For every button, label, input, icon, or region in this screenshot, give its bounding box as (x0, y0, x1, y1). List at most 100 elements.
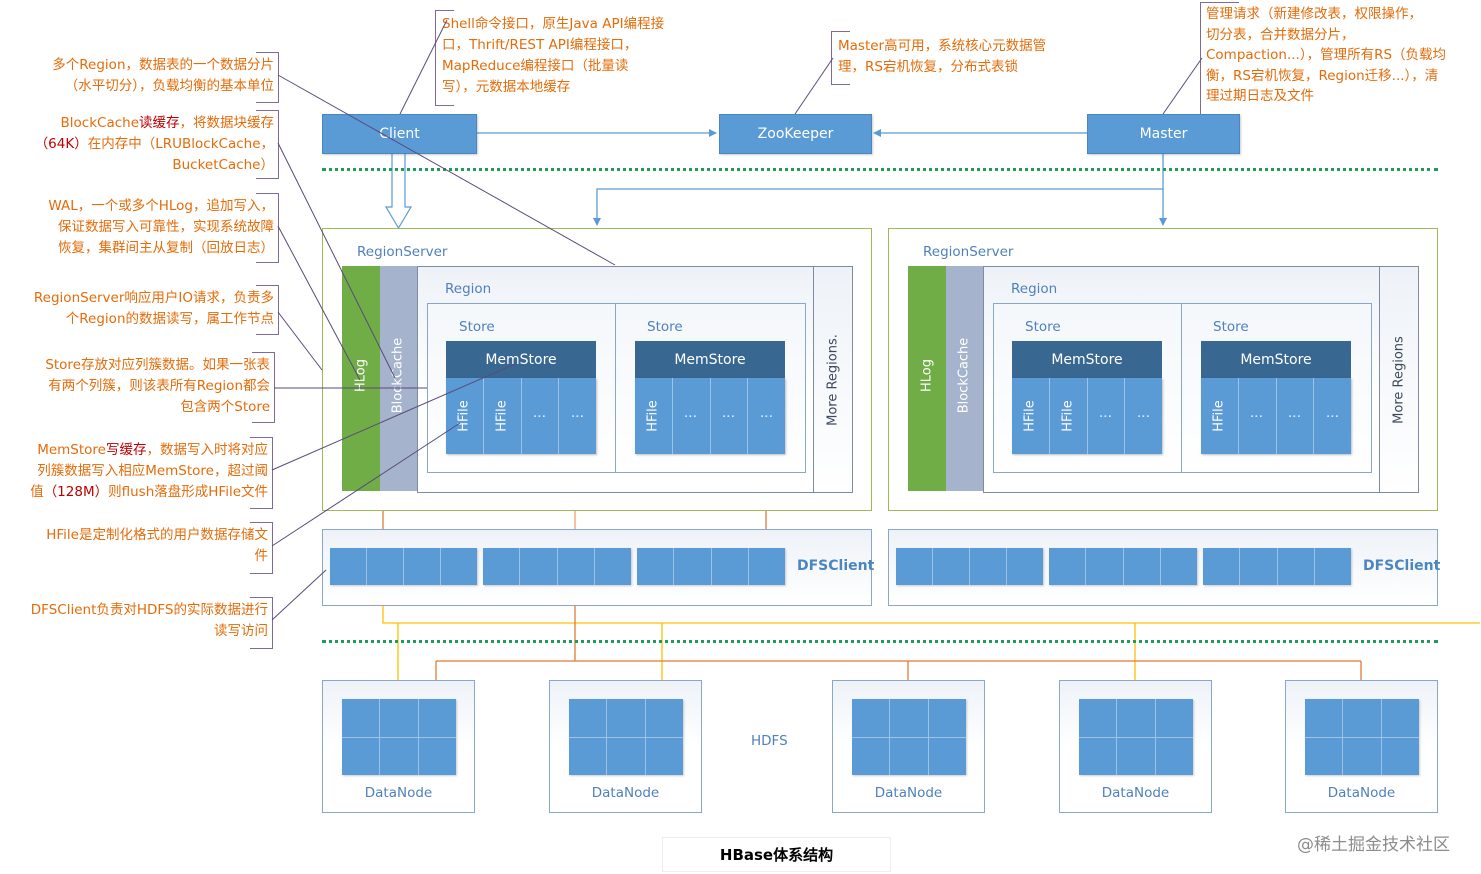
client-to-regionserver-hollow-arrow (384, 151, 413, 230)
dfs-block-group (483, 548, 631, 585)
dfs-block-group (1049, 548, 1197, 585)
note-text: 件 (254, 548, 269, 564)
dfs-block (970, 548, 1007, 585)
memstore-1a[interactable]: MemStore (446, 341, 596, 378)
datanode[interactable]: DataNode (1059, 680, 1212, 813)
note-line: WAL，一个或多个HLog，追加写入， (0, 196, 274, 217)
note-text: 值 (30, 484, 44, 500)
note-text: Store存放对应列簇数据。如果一张表 (45, 357, 270, 373)
dfsclient-label: DFSClient (1363, 558, 1441, 574)
master-note: 管理请求（新建修改表，权限操作， 切分表，合并数据分片， Compaction.… (1206, 4, 1481, 107)
master-to-regionserver1-arrow (593, 152, 1164, 226)
client-note: Shell命令接口，原生Java API编程接 口，Thrift/REST AP… (442, 14, 702, 98)
zookeeper-node[interactable]: ZooKeeper (719, 114, 872, 154)
note-line: 恢复，集群间主从复制（回放日志） (0, 238, 274, 259)
hfile-ellipsis: ⋮ (559, 378, 596, 454)
dfs-block (637, 548, 675, 585)
region-label: Region (445, 281, 492, 297)
ellipsis-icon: ⋮ (759, 409, 775, 423)
note-text: BlockCache (60, 115, 140, 131)
hfile-group-1a: HFile HFile ⋮ ⋮ (446, 378, 596, 454)
note-text: ，将数据块缓存 (179, 115, 275, 131)
hfile-label: HFile (645, 400, 661, 432)
memstore-1b[interactable]: MemStore (635, 341, 785, 378)
hfile[interactable]: HFile (483, 378, 522, 454)
hfile-ellipsis: ⋮ (748, 378, 785, 454)
note-line: 有两个列簇，则该表所有Region都会 (0, 376, 270, 397)
data-block (1117, 737, 1155, 775)
data-block (1155, 699, 1193, 737)
data-block (1155, 737, 1193, 775)
note-line: 理过期日志及文件 (1206, 88, 1314, 104)
hfile-ellipsis: ⋮ (1276, 378, 1315, 454)
hlog-2[interactable]: HLog (908, 266, 946, 491)
data-block (569, 737, 607, 775)
data-block (645, 737, 683, 775)
note-line: 切分表，合并数据分片， (1206, 26, 1355, 43)
data-block (607, 737, 645, 775)
master-label: Master (1139, 126, 1188, 142)
memstore-label: MemStore (1240, 351, 1312, 368)
memstore-2a[interactable]: MemStore (1012, 341, 1162, 378)
datanode[interactable]: DataNode (832, 680, 985, 813)
data-block (569, 699, 607, 737)
note-line: 保证数据写入可靠性，实现系统故障 (0, 217, 274, 238)
ellipsis-icon: ⋮ (683, 409, 699, 423)
ellipsis-icon: ⋮ (1098, 409, 1114, 423)
dfs-block (404, 548, 441, 585)
region-label: Region (1011, 281, 1058, 297)
master-node[interactable]: Master (1087, 114, 1240, 154)
note-line: 写），元数据本地缓存 (442, 79, 571, 95)
more-regions-1[interactable]: More Regions. (813, 266, 853, 493)
note-line: Master高可用，系统核心元数据管 (838, 38, 1047, 54)
data-block (342, 699, 380, 737)
hfile[interactable]: HFile (1012, 378, 1050, 454)
client-label: Client (379, 126, 420, 142)
blockcache-label: BlockCache (390, 337, 406, 414)
client-node[interactable]: Client (322, 114, 477, 154)
dfs-block (1123, 548, 1161, 585)
hfile[interactable]: HFile (1201, 378, 1239, 454)
dfs-block (1049, 548, 1087, 585)
region-note: 多个Region，数据表的一个数据分片（水平切分），负载均衡的基本单位 (0, 55, 274, 97)
highlight-text: 读缓存 (139, 115, 180, 131)
note-line: MapReduce编程接口（批量读 (442, 58, 629, 74)
hlog-1[interactable]: HLog (342, 266, 380, 491)
hfile[interactable]: HFile (1049, 378, 1088, 454)
data-block (1305, 699, 1343, 737)
memstore-label: MemStore (1051, 351, 1123, 368)
dfs-block (1160, 548, 1197, 585)
hfile[interactable]: HFile (635, 378, 673, 454)
datanode[interactable]: DataNode (1285, 680, 1438, 813)
blockcache-1[interactable]: BlockCache (380, 266, 417, 491)
data-block (418, 699, 456, 737)
ellipsis-icon: ⋮ (1287, 409, 1303, 423)
blockcache-2[interactable]: BlockCache (946, 266, 983, 491)
zookeeper-note: Master高可用，系统核心元数据管 理，RS宕机恢复，分布式表锁 (838, 36, 1098, 78)
data-block (890, 699, 928, 737)
ellipsis-icon: ⋮ (532, 409, 548, 423)
dfs-block (441, 548, 477, 585)
more-regions-label: More Regions (1391, 335, 1407, 424)
note-line: 管理请求（新建修改表，权限操作， (1206, 6, 1422, 22)
memstore-2b[interactable]: MemStore (1201, 341, 1351, 378)
note-line: 值（128M）则flush落盘形成HFile文件 (0, 482, 268, 503)
data-block (852, 699, 890, 737)
note-line: 包含两个Store (0, 397, 270, 418)
hfile-ellipsis: ⋮ (1125, 378, 1162, 454)
hfile[interactable]: HFile (446, 378, 484, 454)
datanode-label: DataNode (1101, 785, 1170, 801)
dfsclient-note: DFSClient负责对HDFS的实际数据进行读写访问 (0, 600, 268, 642)
note-line: 读写访问 (0, 621, 268, 642)
note-line: DFSClient负责对HDFS的实际数据进行 (0, 600, 268, 621)
data-block (928, 737, 966, 775)
note-line: 个Region的数据读写，属工作节点 (0, 309, 274, 330)
note-text: 在内存中（LRUBlockCache， (87, 136, 274, 152)
dfs-block (330, 548, 367, 585)
datanode[interactable]: DataNode (322, 680, 475, 813)
hfile-ellipsis: ⋮ (672, 378, 711, 454)
note-line: 口，Thrift/REST API编程接口， (442, 37, 638, 53)
more-regions-2[interactable]: More Regions (1379, 266, 1419, 493)
datanode[interactable]: DataNode (549, 680, 702, 813)
dfs-block (367, 548, 404, 585)
